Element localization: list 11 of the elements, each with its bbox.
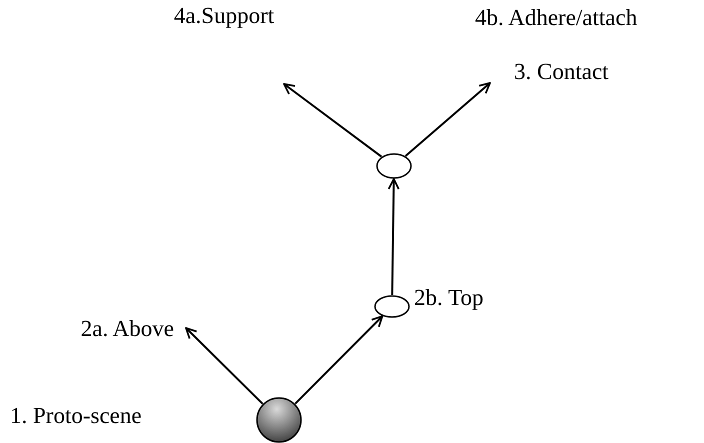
node-label: 3. Contact xyxy=(514,60,609,82)
arrow xyxy=(294,315,384,404)
node-label: 4a.Support xyxy=(174,4,274,27)
text-label: 4b. Adhere/attach xyxy=(475,6,638,29)
arrow xyxy=(283,83,382,158)
arrow xyxy=(388,178,400,296)
node-label: 2a. Above xyxy=(80,316,174,340)
arrow xyxy=(185,327,264,405)
node-caption: 2b. Top xyxy=(414,286,484,309)
text-label: 1. Proto-scene xyxy=(10,404,142,427)
arrow xyxy=(404,82,491,157)
